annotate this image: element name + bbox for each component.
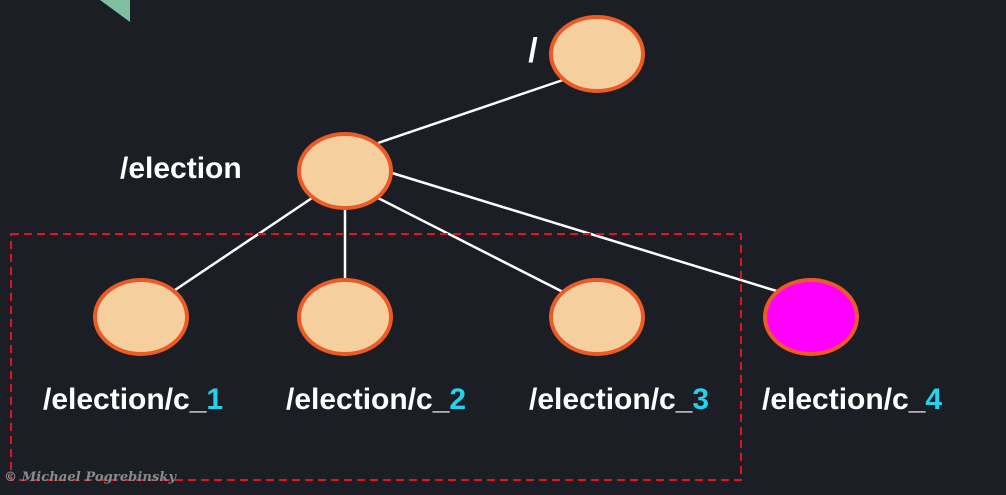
root-node xyxy=(549,15,645,93)
child-label-c4: /election/c_4 xyxy=(762,383,942,416)
child-label-number: 3 xyxy=(692,383,709,416)
copyright-watermark: © Michael Pogrebinsky xyxy=(4,470,177,485)
child-label-number: 1 xyxy=(206,383,223,416)
child-label-prefix: /election/c_ xyxy=(286,383,450,416)
election-label: /election xyxy=(120,152,242,185)
edge-election-c1 xyxy=(174,196,313,292)
child-label-c3: /election/c_3 xyxy=(529,383,709,416)
child-node-c3 xyxy=(549,278,645,356)
child-label-prefix: /election/c_ xyxy=(762,383,926,416)
root-label: / xyxy=(528,32,538,70)
child-label-c2: /election/c_2 xyxy=(286,383,466,416)
child-label-number: 2 xyxy=(449,383,466,416)
election-node xyxy=(297,132,393,210)
child-label-c1: /election/c_1 xyxy=(43,383,223,416)
child-label-prefix: /election/c_ xyxy=(43,383,207,416)
children-group-box xyxy=(10,233,742,481)
edge-election-c3 xyxy=(377,196,566,295)
child-node-c2 xyxy=(297,278,393,356)
child-label-number: 4 xyxy=(925,383,942,416)
child-label-prefix: /election/c_ xyxy=(529,383,693,416)
edge-root-election xyxy=(377,78,564,145)
corner-mark xyxy=(100,0,130,22)
child-node-c1 xyxy=(93,278,189,356)
child-node-c4-highlighted xyxy=(763,278,859,356)
